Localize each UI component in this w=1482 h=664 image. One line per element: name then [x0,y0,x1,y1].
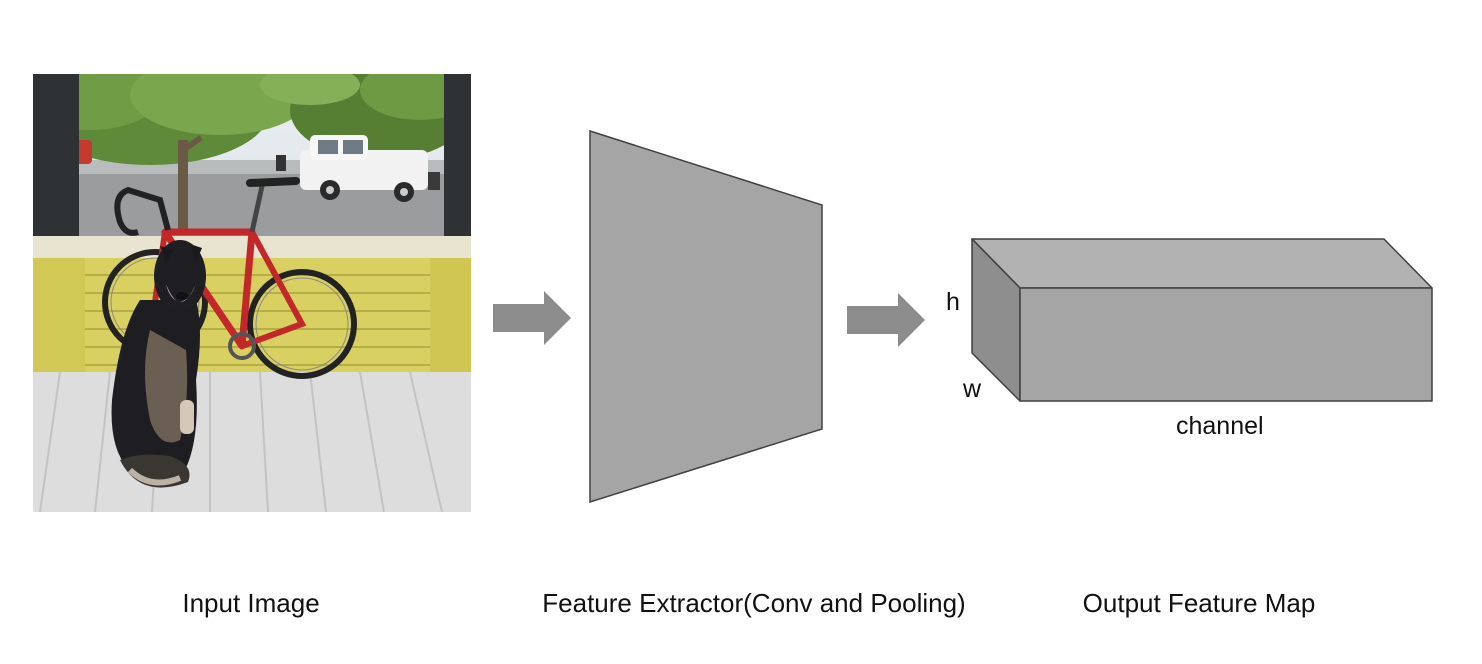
channel-label: channel [1176,411,1264,441]
arrow-input-to-extractor [493,291,571,345]
feature-map-front-face [1020,288,1432,401]
output-feature-map-caption: Output Feature Map [1083,583,1316,623]
height-label: h [946,287,960,317]
width-label: w [963,374,981,404]
feature-extractor-caption: Feature Extractor(Conv and Pooling) [542,583,965,623]
input-image-photo [20,55,480,512]
output-feature-map-box [972,239,1432,401]
arrow-extractor-to-output [847,293,925,347]
feature-map-top-face [972,239,1432,288]
input-image-caption: Input Image [182,583,319,623]
feature-extractor-shape [590,131,822,502]
